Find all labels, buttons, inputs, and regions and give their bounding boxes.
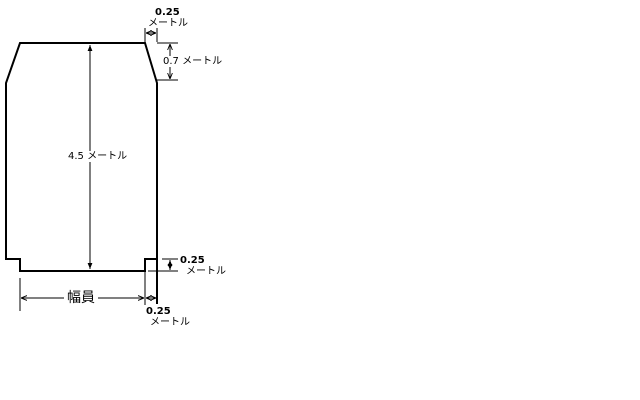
side-offset-unit: メートル xyxy=(150,317,190,328)
top-offset-dimension xyxy=(144,28,158,42)
total-height-label: 4.5 メートル xyxy=(68,151,128,162)
bottom-step-value: 0.25 xyxy=(180,255,205,266)
bottom-step-dimension xyxy=(148,258,178,272)
top-offset-unit: メートル xyxy=(148,18,188,29)
top-offset-value: 0.25 xyxy=(155,7,180,18)
slope-height-label: 0.7 メートル xyxy=(163,56,223,67)
side-offset-value: 0.25 xyxy=(146,306,171,317)
width-label: 幅員 xyxy=(64,291,98,306)
bottom-step-unit: メートル xyxy=(186,266,226,277)
